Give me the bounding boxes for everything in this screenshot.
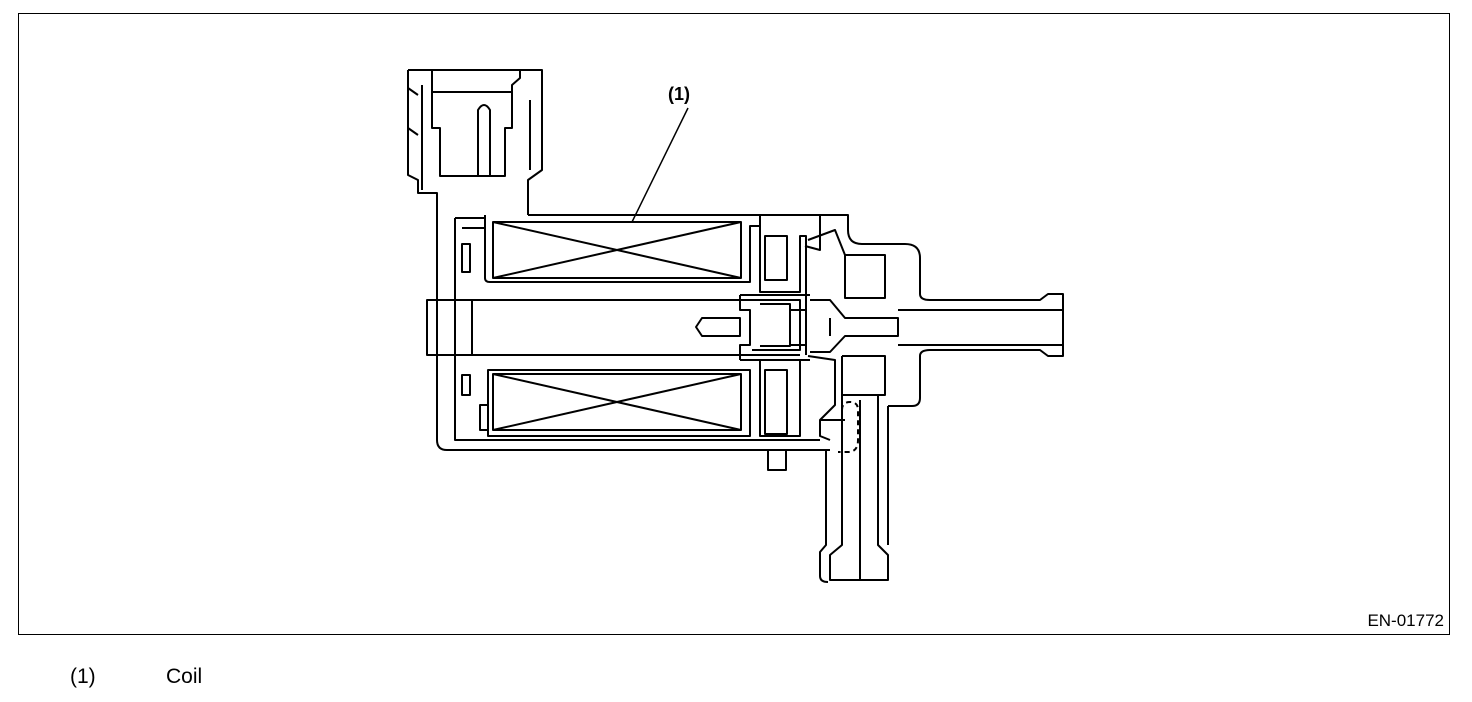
callout-label-1: (1) bbox=[668, 84, 690, 104]
connector-housing bbox=[407, 69, 543, 300]
coil-upper bbox=[492, 221, 742, 279]
coil-housing bbox=[426, 214, 830, 451]
hidden-passage bbox=[838, 401, 859, 453]
mounting-tab bbox=[767, 450, 787, 471]
coil-lower bbox=[487, 369, 751, 437]
legend-name: Coil bbox=[166, 665, 203, 688]
figure-frame bbox=[18, 13, 1450, 635]
figure-code: EN-01772 bbox=[1367, 611, 1444, 630]
callout-leader-line bbox=[631, 107, 689, 223]
inlet-port bbox=[819, 395, 889, 583]
plunger-assembly bbox=[695, 226, 810, 437]
valve-body bbox=[804, 214, 1064, 441]
legend-number: (1) bbox=[70, 665, 96, 688]
